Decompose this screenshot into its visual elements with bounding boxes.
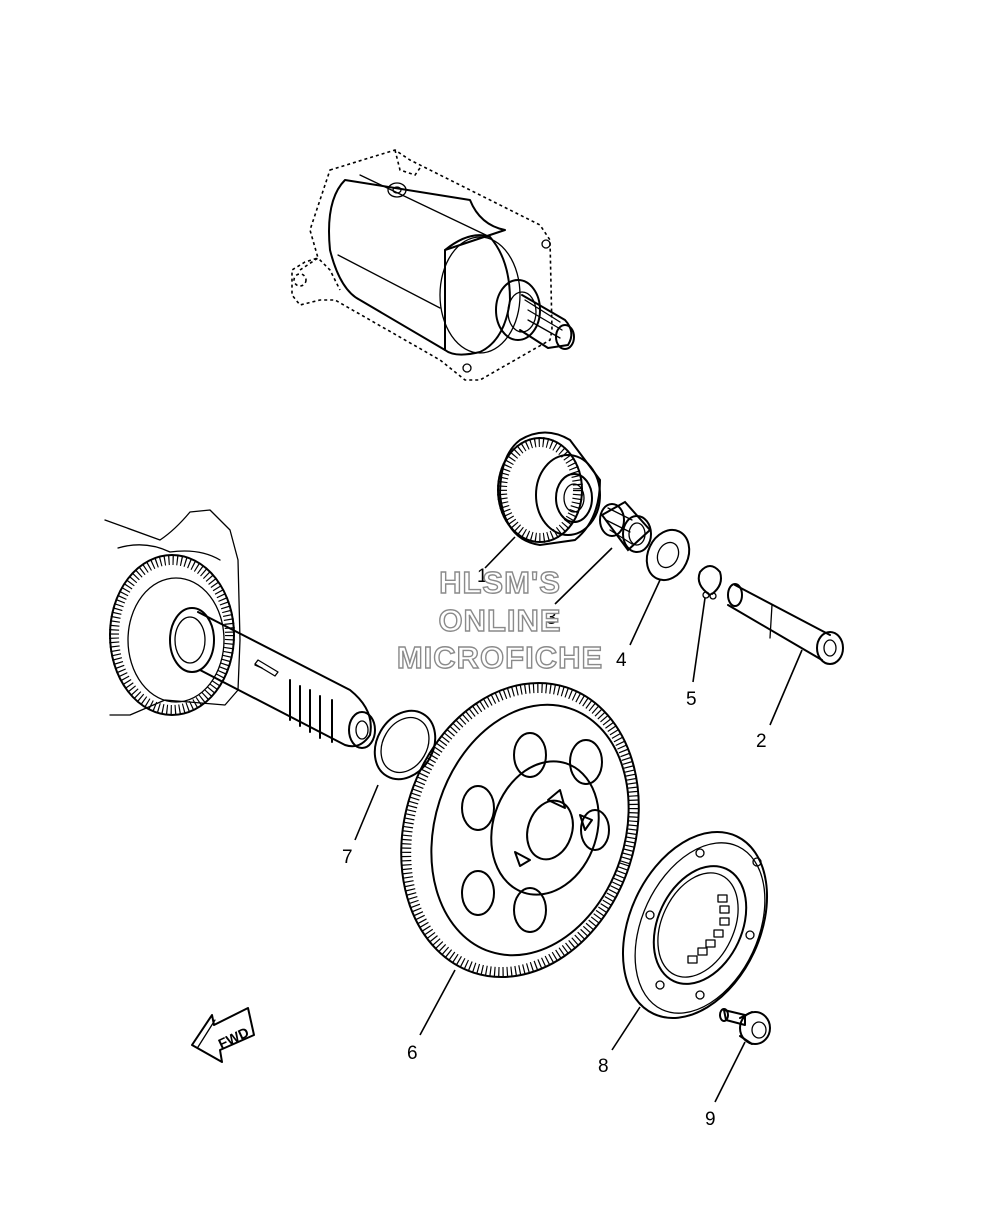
part-1-idler-gear	[497, 431, 602, 547]
watermark-line-3: MICROFICHE	[397, 640, 603, 675]
part-6-starter-wheel-gear	[400, 681, 640, 979]
part-9-bolt	[719, 1008, 771, 1045]
callout-labels: 1 2 3 4 5 6 7 8 9	[342, 566, 767, 1130]
callout-8: 8	[598, 1056, 609, 1077]
fwd-arrow-icon: FWD	[191, 1007, 255, 1063]
starter-motor	[291, 149, 575, 381]
crankshaft-assembly	[104, 509, 376, 749]
watermark-line-2: ONLINE	[438, 603, 561, 638]
part-3-needle-bearing	[599, 500, 652, 553]
callout-7: 7	[342, 847, 353, 868]
callout-6: 6	[407, 1043, 418, 1064]
part-8-one-way-clutch	[621, 831, 769, 1019]
part-2-shaft	[727, 583, 844, 665]
part-5-circlip	[697, 565, 722, 600]
leader-lines	[354, 536, 803, 1103]
fwd-label: FWD	[216, 1024, 252, 1052]
watermark: HLSM'S ONLINE MICROFICHE	[396, 564, 603, 675]
part-4-washer	[645, 528, 691, 582]
callout-2: 2	[756, 731, 767, 752]
callout-5: 5	[686, 689, 697, 710]
callout-1: 1	[477, 566, 488, 587]
watermark-line-1: HLSM'S	[439, 565, 561, 600]
callout-9: 9	[705, 1109, 716, 1130]
callout-3: 3	[546, 608, 557, 629]
callout-4: 4	[616, 650, 627, 671]
